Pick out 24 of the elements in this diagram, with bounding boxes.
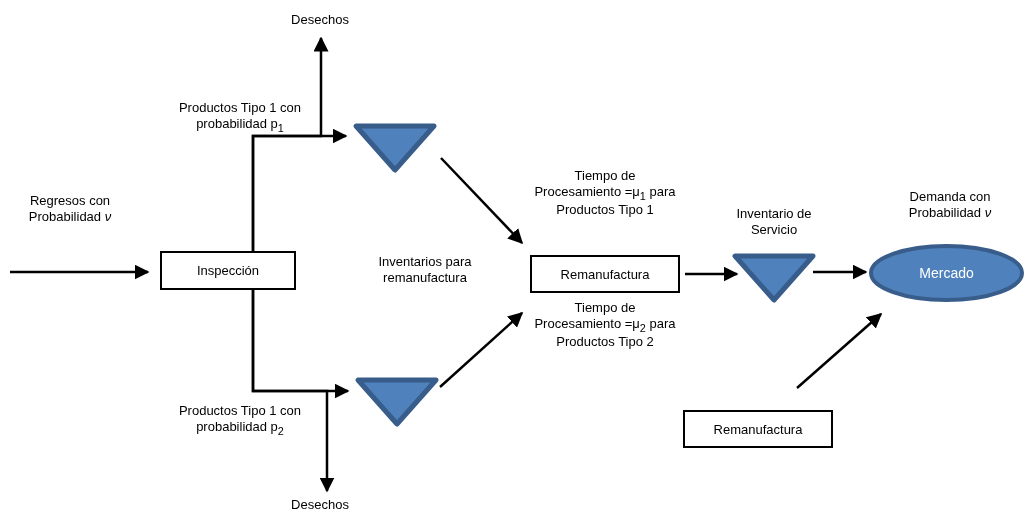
inventory-triangle bbox=[352, 122, 438, 174]
node-label: Desechos bbox=[291, 12, 349, 27]
inventory-triangle bbox=[354, 376, 440, 428]
text-label: Inventarios para remanufactura bbox=[377, 254, 473, 286]
arrow bbox=[251, 290, 335, 493]
node-caption: Tiempo de Procesamiento =μ$_{1}$ para Productos Tipo 1 bbox=[533, 168, 677, 218]
arrow bbox=[440, 157, 524, 245]
node-label: Desechos bbox=[291, 497, 349, 512]
edge-label: Productos Tipo 1 con probabilidad p$_{1}$ bbox=[177, 100, 303, 135]
edge-label: Productos Tipo 1 con probabilidad p$_{2}$ bbox=[177, 403, 303, 438]
process-box: Remanufactura bbox=[683, 410, 833, 448]
arrow bbox=[439, 312, 524, 388]
node-heading: Inventario de Servicio bbox=[735, 206, 813, 238]
node-caption: Demanda con Probabilidad ν bbox=[907, 189, 993, 221]
arrow bbox=[685, 266, 739, 282]
arrow bbox=[10, 264, 150, 280]
node-caption: Tiempo de Procesamiento =μ$_{2}$ para Productos Tipo 2 bbox=[533, 300, 677, 350]
arrow bbox=[796, 313, 883, 389]
arrow bbox=[251, 36, 329, 251]
process-box: Inspección bbox=[160, 251, 296, 290]
process-box: Remanufactura bbox=[530, 255, 680, 293]
node-label: Mercado bbox=[919, 265, 974, 281]
arrow bbox=[813, 264, 868, 280]
edge-label: Regresos con Probabilidad ν bbox=[27, 193, 113, 225]
